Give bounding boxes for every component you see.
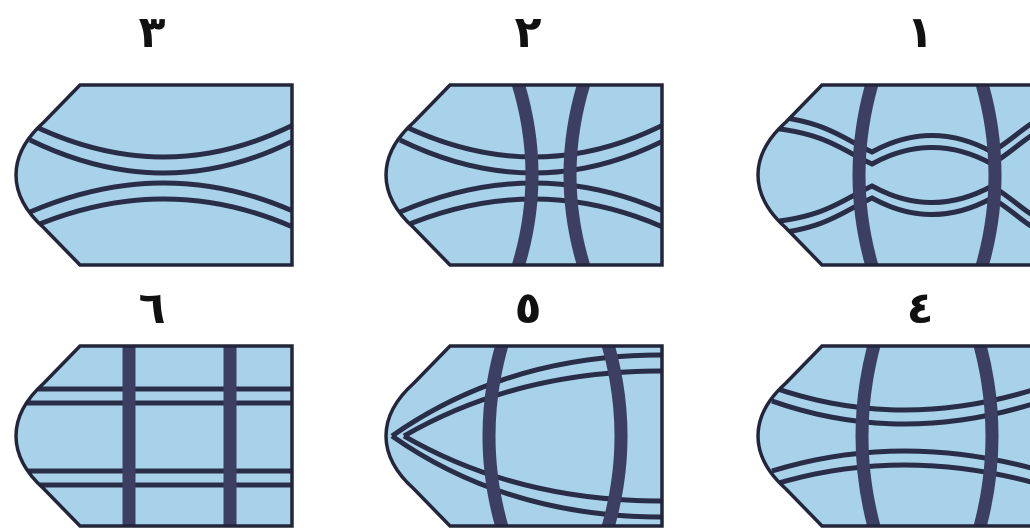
cell-pattern-2 <box>380 82 665 268</box>
cell-pattern-4 <box>752 343 1030 529</box>
figure-label-1: ١ <box>880 8 960 58</box>
figure-panel-2 <box>380 82 665 268</box>
figure-label-5: ٥ <box>488 284 568 334</box>
figure-label-6: ٦ <box>112 284 192 334</box>
figure-panel-4 <box>752 343 1030 529</box>
figure-panel-5 <box>380 343 665 529</box>
cell-pattern-3 <box>10 82 295 268</box>
cell-pattern-5 <box>380 343 665 529</box>
figure-panel-1 <box>752 82 1030 268</box>
figure-panel-3 <box>10 82 295 268</box>
cell-pattern-6 <box>10 343 295 529</box>
cell-pattern-1 <box>752 82 1030 268</box>
figure-label-4: ٤ <box>880 284 960 334</box>
figure-label-2: ٢ <box>488 8 568 58</box>
figure-label-3: ٣ <box>112 8 192 58</box>
figure-panel-6 <box>10 343 295 529</box>
